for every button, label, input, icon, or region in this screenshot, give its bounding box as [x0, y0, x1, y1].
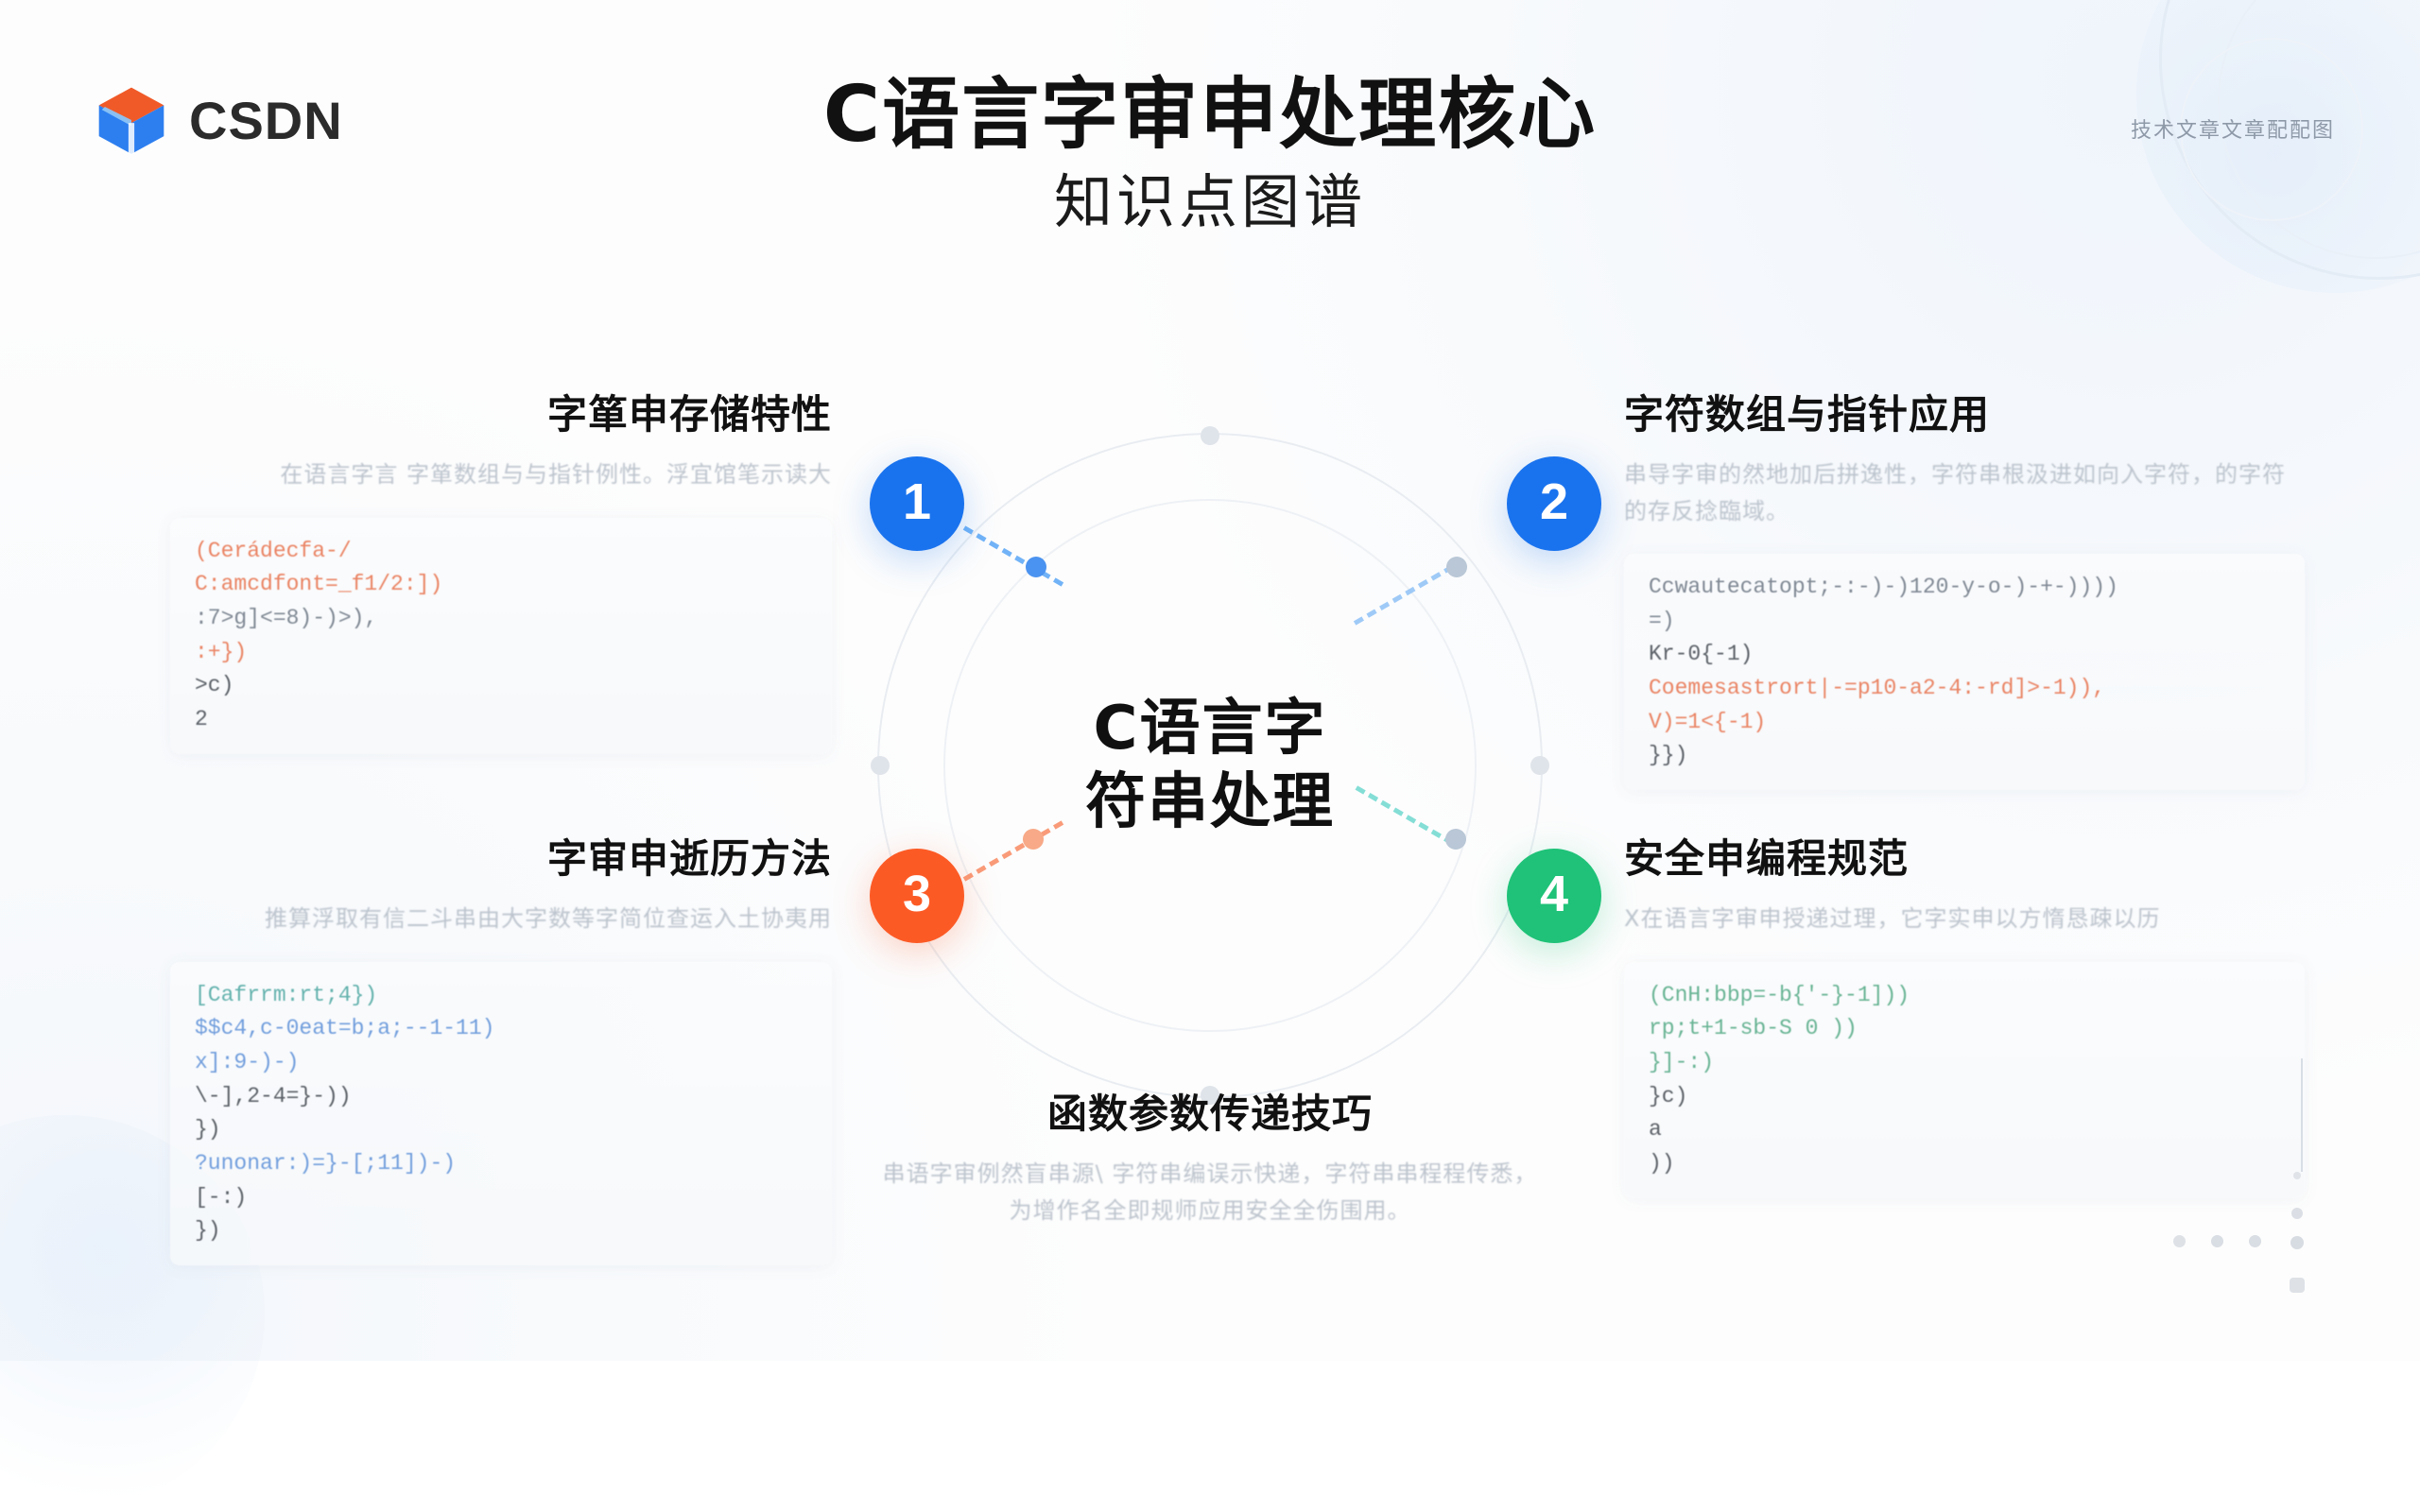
node-desc-2: 串导字审的然地加后拼逸性，字符串根汲进如向入字符，的字符的存反捻臨域。: [1624, 461, 2286, 524]
connector-dot-node-3: [1023, 829, 1044, 850]
node-block-5[interactable]: 函数参数传递技巧 串语字审例然盲串源\ 字符串编误示快递，字符串串程程传悉，为增…: [879, 1091, 1541, 1228]
hub-ring-dot-top: [1201, 425, 1219, 445]
hub-label-line-2: 符串处理: [1085, 767, 1335, 837]
node-badge-3[interactable]: 3: [870, 849, 964, 943]
node-desc-3: 推算浮取有信二斗串由大字数等字简位查运入土协夷用: [265, 905, 832, 933]
code-line: )): [1649, 1150, 1675, 1176]
code-line: C:amcdfont=_f1/2:]): [195, 572, 443, 597]
node-block-4[interactable]: 安全申编程规范 X在语言字审申授递过理，它字实申以方惰恳疎以历 (CnH:bbp…: [1624, 835, 2305, 1198]
code-line: x]:9-)-): [195, 1049, 300, 1074]
code-line: (Cerádecfa-/: [195, 538, 352, 563]
node-code-1: (Cerádecfa-/ C:amcdfont=_f1/2:]) :7>g]<=8)…: [170, 517, 832, 754]
code-line: \-],2-4=}-)): [195, 1083, 352, 1108]
node-badge-2-number: 2: [1539, 473, 1569, 530]
code-line: =): [1649, 608, 1675, 633]
node-desc-1: 在语言字言 字箪数组与与指针例性。浮宜馆笔示读大: [280, 461, 832, 489]
center-hub: C语言字 符串处理: [870, 425, 1550, 1106]
node-block-2[interactable]: 字符数组与指针应用 串导字审的然地加后拼逸性，字符串根汲进如向入字符，的字符的存…: [1624, 391, 2305, 790]
hub-ring-inner: [943, 499, 1477, 1032]
code-line: }): [195, 1218, 221, 1244]
code-line: :+}): [195, 639, 248, 664]
node-title-1: 字箪申存储特性: [546, 391, 832, 438]
decor-dot-d: [2249, 1235, 2261, 1247]
connector-dot-node-2: [1446, 557, 1467, 577]
code-line: }}): [1649, 743, 1688, 768]
hub-ring-dot-right: [1530, 756, 1550, 775]
node-desc-5: 串语字审例然盲串源\ 字符串编误示快递，字符串串程程传悉，为增作名全即规师应用安…: [882, 1160, 1538, 1224]
code-line: 2: [195, 706, 208, 731]
page-title: C语言字审申处理核心: [822, 70, 1598, 160]
code-line: Ccwautecatopt;-:-)-)120-y-o-)-+-)))): [1649, 575, 2118, 600]
code-line: Kr-0{-1): [1649, 642, 1754, 667]
connector-dot-node-1: [1026, 557, 1046, 577]
decor-dot-f: [2173, 1235, 2186, 1247]
connector-dot-node-4: [1445, 829, 1466, 850]
node-badge-3-number: 3: [902, 866, 932, 922]
node-title-2: 字符数组与指针应用: [1624, 391, 1991, 438]
node-badge-4[interactable]: 4: [1507, 849, 1601, 943]
decor-dot-c: [2290, 1236, 2304, 1249]
code-line: Coemesastrort|-=p10-a2-4:-rd]>-1)),: [1649, 676, 2106, 700]
code-line: :7>g]<=8)-)>),: [195, 605, 378, 630]
code-line: }): [195, 1117, 221, 1143]
decor-dot-b: [2291, 1208, 2303, 1219]
node-title-5: 函数参数传递技巧: [1046, 1091, 1373, 1137]
code-line: rp;t+1-sb-S 0 )): [1649, 1016, 1858, 1041]
page-title-block: C语言字审申处理核心 知识点图谱: [0, 70, 2420, 237]
code-line: }c): [1649, 1083, 1688, 1108]
node-badge-1[interactable]: 1: [870, 456, 964, 551]
code-line: [Cafrrm:rt;4}): [195, 982, 378, 1007]
decor-vertical-line: [2301, 1058, 2303, 1172]
code-line: a: [1649, 1117, 1662, 1143]
code-line: }]-:): [1649, 1049, 1715, 1074]
decor-square: [2290, 1278, 2305, 1293]
node-desc-4: X在语言字审申授递过理，它字实申以方惰恳疎以历: [1624, 905, 2161, 933]
node-badge-2[interactable]: 2: [1507, 456, 1601, 551]
code-line: $$c4,c-0eat=b;a;--1-11): [195, 1016, 495, 1041]
page-subtitle: 知识点图谱: [1053, 166, 1366, 236]
node-title-4: 安全申编程规范: [1624, 835, 1910, 882]
code-line: (CnH:bbp=-b{'-}-1])): [1649, 982, 1910, 1007]
code-line: >c): [195, 673, 234, 698]
node-block-3[interactable]: 字审申逝历方法 推算浮取有信二斗串由大字数等字简位查运入土协夷用 [Cafrrm…: [170, 835, 832, 1265]
corner-note: 技术文章文章配配图: [2130, 119, 2335, 143]
code-line: [-:): [195, 1184, 248, 1210]
hub-ring-dot-bottom: [1201, 1086, 1219, 1106]
decor-dot-a: [2293, 1172, 2301, 1179]
node-code-3: [Cafrrm:rt;4}) $$c4,c-0eat=b;a;--1-11) x]:…: [170, 961, 832, 1265]
decor-dot-e: [2211, 1235, 2223, 1247]
node-code-4: (CnH:bbp=-b{'-}-1])) rp;t+1-sb-S 0 )) }]-:…: [1624, 961, 2305, 1198]
code-line: V)=1<{-1): [1649, 709, 1767, 734]
node-block-1[interactable]: 字箪申存储特性 在语言字言 字箪数组与与指针例性。浮宜馆笔示读大 (Ceráde…: [170, 391, 832, 754]
hub-ring-dot-left: [870, 756, 890, 775]
hub-label-line-1: C语言字: [1093, 693, 1327, 764]
csdn-logo[interactable]: CSDN: [95, 83, 343, 157]
code-line: ?unonar:)=}-[;11])-): [195, 1150, 457, 1176]
csdn-cube-logo-icon: [98, 87, 164, 156]
hub-label: C语言字 符串处理: [1085, 692, 1335, 839]
node-badge-1-number: 1: [902, 473, 932, 530]
node-badge-4-number: 4: [1539, 866, 1569, 922]
node-code-2: Ccwautecatopt;-:-)-)120-y-o-)-+-)))) =) Kr…: [1624, 554, 2305, 790]
node-title-3: 字审申逝历方法: [546, 835, 832, 882]
csdn-logo-text: CSDN: [189, 90, 343, 150]
